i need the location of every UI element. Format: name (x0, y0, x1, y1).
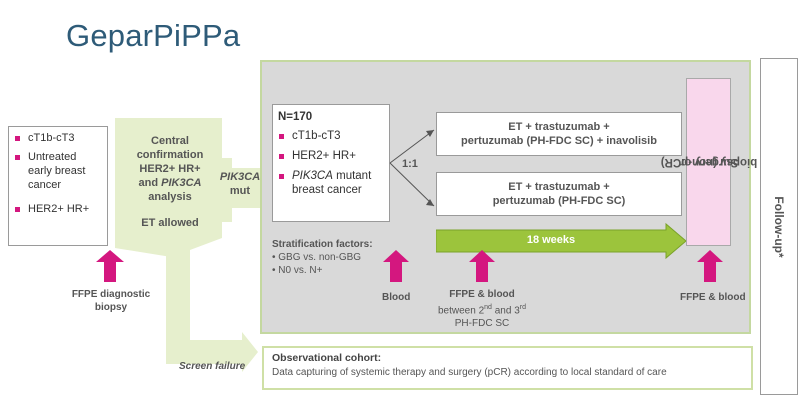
central-line: analysis (148, 191, 192, 203)
ratio-label: 1:1 (402, 158, 418, 170)
stratification: Stratification factors: • GBG vs. non-GB… (272, 238, 373, 277)
up-arrow-icon (697, 250, 723, 282)
ffpe-blood-end-label: FFPE & blood (680, 292, 746, 303)
diag-biopsy-label: FFPE diagnostic biopsy (71, 289, 151, 313)
arm-1-line: pertuzumab (PH-FDC SC) + inavolisib (461, 135, 657, 147)
arm-1-line: ET + trastuzumab + (508, 121, 610, 133)
central-line: Central (151, 135, 189, 147)
central-confirmation-arrow (115, 118, 232, 260)
up-arrow-icon (469, 250, 495, 282)
cohort-item: HER2+ HR+ (278, 149, 389, 163)
eligibility-item: HER2+ HR+ (14, 202, 107, 216)
page-title: GeparPiPPa (66, 18, 241, 53)
screen-failure-arrow (166, 246, 258, 372)
randomization-arrows (389, 129, 435, 207)
central-line: and PIK3CA (138, 177, 202, 189)
screen-failure-label: Screen failure (179, 361, 246, 372)
cohort-box: N=170 cT1b-cT3 HER2+ HR+ PIK3CA mutant b… (272, 104, 390, 222)
cohort-item: cT1b-cT3 (278, 129, 389, 143)
eligibility-item: cT1b-cT3 (14, 131, 107, 145)
cohort-n: N=170 (278, 111, 313, 123)
arm-1-box: ET + trastuzumab + pertuzumab (PH-FDC SC… (436, 112, 682, 156)
duration-label: 18 weeks (526, 234, 576, 246)
ffpe-blood-label: FFPE & blood between 2nd and 3rd PH-FDC … (438, 289, 526, 330)
stratification-item: • GBG vs. non-GBG (272, 252, 362, 263)
mut-label: mut (229, 185, 251, 197)
stratification-title: Stratification factors: (272, 239, 373, 250)
follow-up-box: Follow-up* (760, 58, 798, 395)
to-mut-arrow (206, 160, 272, 216)
arm-2-box: ET + trastuzumab + pertuzumab (PH-FDC SC… (436, 172, 682, 216)
stratification-item: • N0 vs. N+ (272, 265, 323, 276)
observational-cohort-box: Observational cohort: Data capturing of … (262, 346, 753, 390)
arm-2-line: ET + trastuzumab + (508, 181, 610, 193)
mut-gene: PIK3CA (219, 171, 261, 183)
observational-text: Data capturing of systemic therapy and s… (272, 367, 667, 378)
up-arrow-icon (383, 250, 409, 282)
central-confirmation: Central confirmation HER2+ HR+ and PIK3C… (120, 134, 220, 230)
cohort-item: PIK3CA mutant breast cancer (278, 169, 388, 197)
eligibility-box: cT1b-cT3 Untreated early breast cancer H… (8, 126, 108, 246)
duration-arrow (436, 222, 687, 260)
et-allowed: ET allowed (141, 217, 199, 229)
up-arrow-icon (96, 250, 124, 282)
central-line: confirmation (136, 149, 204, 161)
central-line: HER2+ HR+ (139, 163, 201, 175)
blood-label: Blood (382, 292, 411, 303)
observational-title: Observational cohort: (272, 352, 382, 364)
pik3ca-mut-box: PIK3CA mut (214, 170, 266, 198)
arm-2-line: pertuzumab (PH-FDC SC) (492, 195, 626, 207)
eligibility-item: Untreated early breast cancer (14, 150, 100, 192)
